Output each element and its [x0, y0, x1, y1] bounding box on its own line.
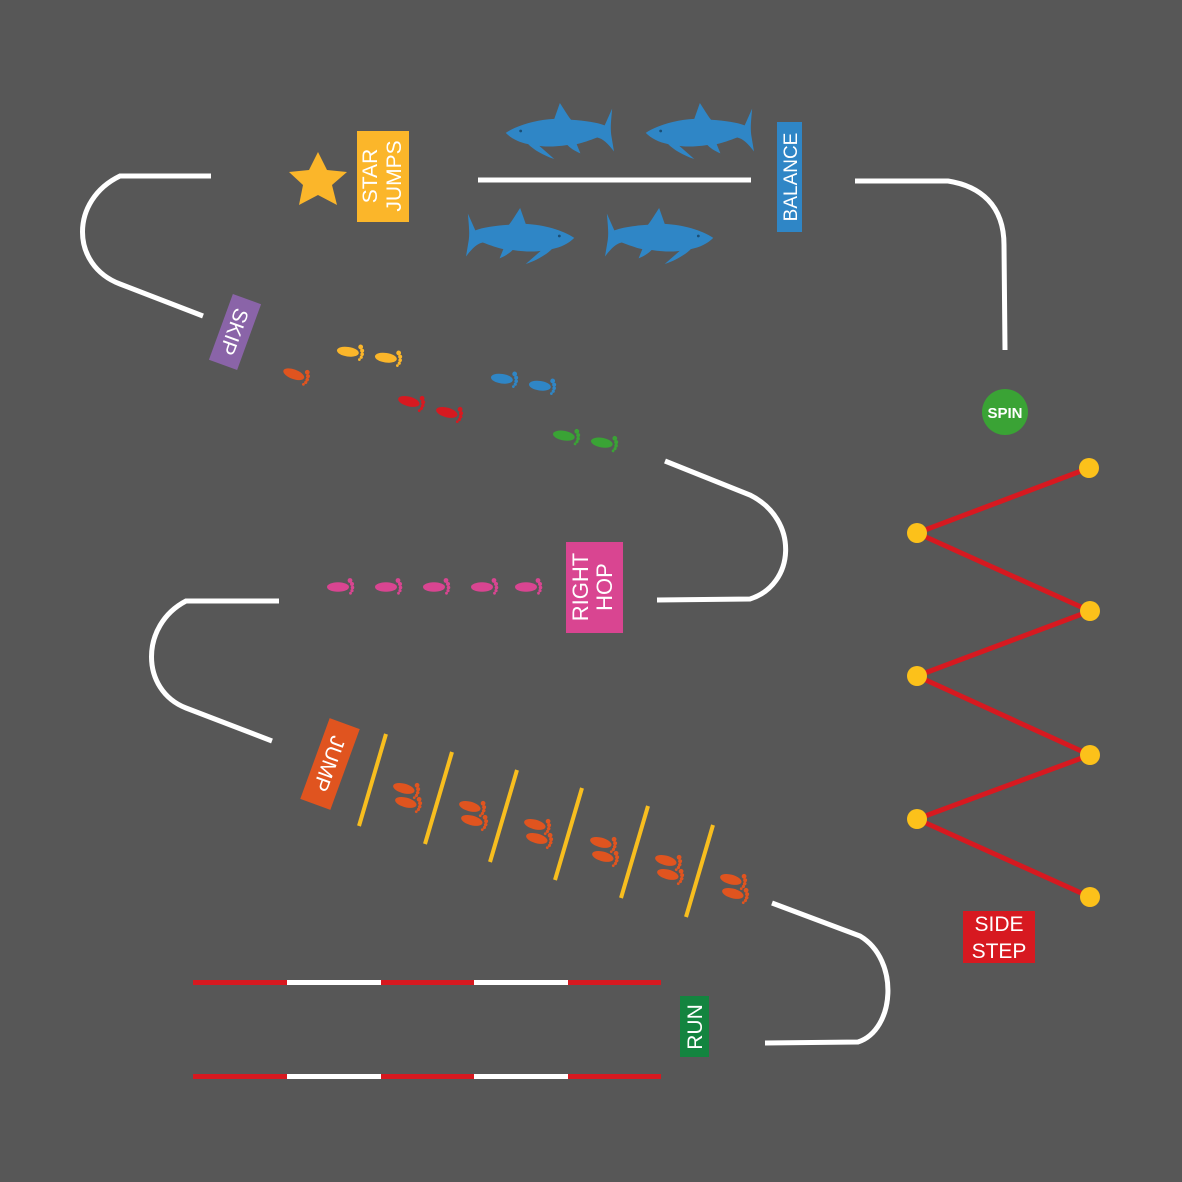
run-lane-top [193, 980, 661, 985]
spin-circle [982, 389, 1028, 435]
star-icon [289, 152, 347, 205]
zigzag-dot [1080, 601, 1100, 621]
lane-segment [193, 980, 287, 985]
zigzag-dot [1080, 887, 1100, 907]
spin-label: SPIN [987, 405, 1022, 422]
right-hop-sign [566, 542, 623, 633]
run-station: RUN [193, 980, 709, 1079]
ladder-rung [553, 787, 584, 881]
run-sign [680, 996, 709, 1057]
run-label: RUN [684, 1004, 707, 1050]
zigzag-dot [1079, 458, 1099, 478]
lane-segment [287, 980, 381, 985]
ladder-rung [423, 751, 454, 845]
zigzag-dots [907, 458, 1100, 907]
star-jumps-label-line2: JUMPS [383, 140, 406, 211]
jump-rungs [357, 733, 715, 918]
zigzag-dot [907, 809, 927, 829]
path-top-right-curve [855, 178, 1008, 351]
spin-station: SPIN [982, 389, 1028, 435]
lane-segment [568, 980, 661, 985]
ladder-rung [357, 733, 388, 827]
ladder-rung [619, 805, 650, 899]
right-hop-station: RIGHT HOP [327, 542, 623, 633]
lane-segment [381, 1074, 474, 1079]
side-step-label-line2: STEP [972, 940, 1027, 963]
ladder-rung [488, 769, 519, 863]
star-jumps-sign [357, 131, 409, 222]
lane-segment [381, 980, 474, 985]
balance-label: BALANCE [781, 133, 802, 222]
ladder-rung [684, 824, 715, 918]
side-step-label-line1: SIDE [974, 913, 1023, 936]
balance-sign [777, 122, 802, 232]
run-lane-bottom [193, 1074, 661, 1079]
lane-segment [474, 980, 568, 985]
path-bottom-curve [764, 900, 891, 1046]
right-hop-label-line2: HOP [592, 563, 617, 611]
skip-sign [208, 293, 262, 371]
jump-sign [300, 718, 360, 810]
balance-station: BALANCE [777, 122, 802, 232]
side-step-station: SIDE STEP [907, 458, 1100, 963]
lane-segment [193, 1074, 287, 1079]
zigzag-dot [1080, 745, 1100, 765]
path-top-left-curve [80, 173, 211, 319]
track-paths [80, 173, 1008, 1046]
path-middle-curve [656, 458, 789, 603]
side-step-sign [963, 911, 1035, 963]
zigzag-dot [907, 523, 927, 543]
jump-station: JUMP [300, 718, 751, 918]
zigzag-dot [907, 666, 927, 686]
lane-segment [287, 1074, 381, 1079]
star-jumps-label-line1: STAR [359, 149, 382, 203]
lane-segment [568, 1074, 661, 1079]
star-jumps-station: STAR JUMPS [289, 131, 409, 222]
path-left-curve [149, 598, 279, 744]
lane-segment [474, 1074, 568, 1079]
right-hop-label-line1: RIGHT [568, 553, 593, 621]
